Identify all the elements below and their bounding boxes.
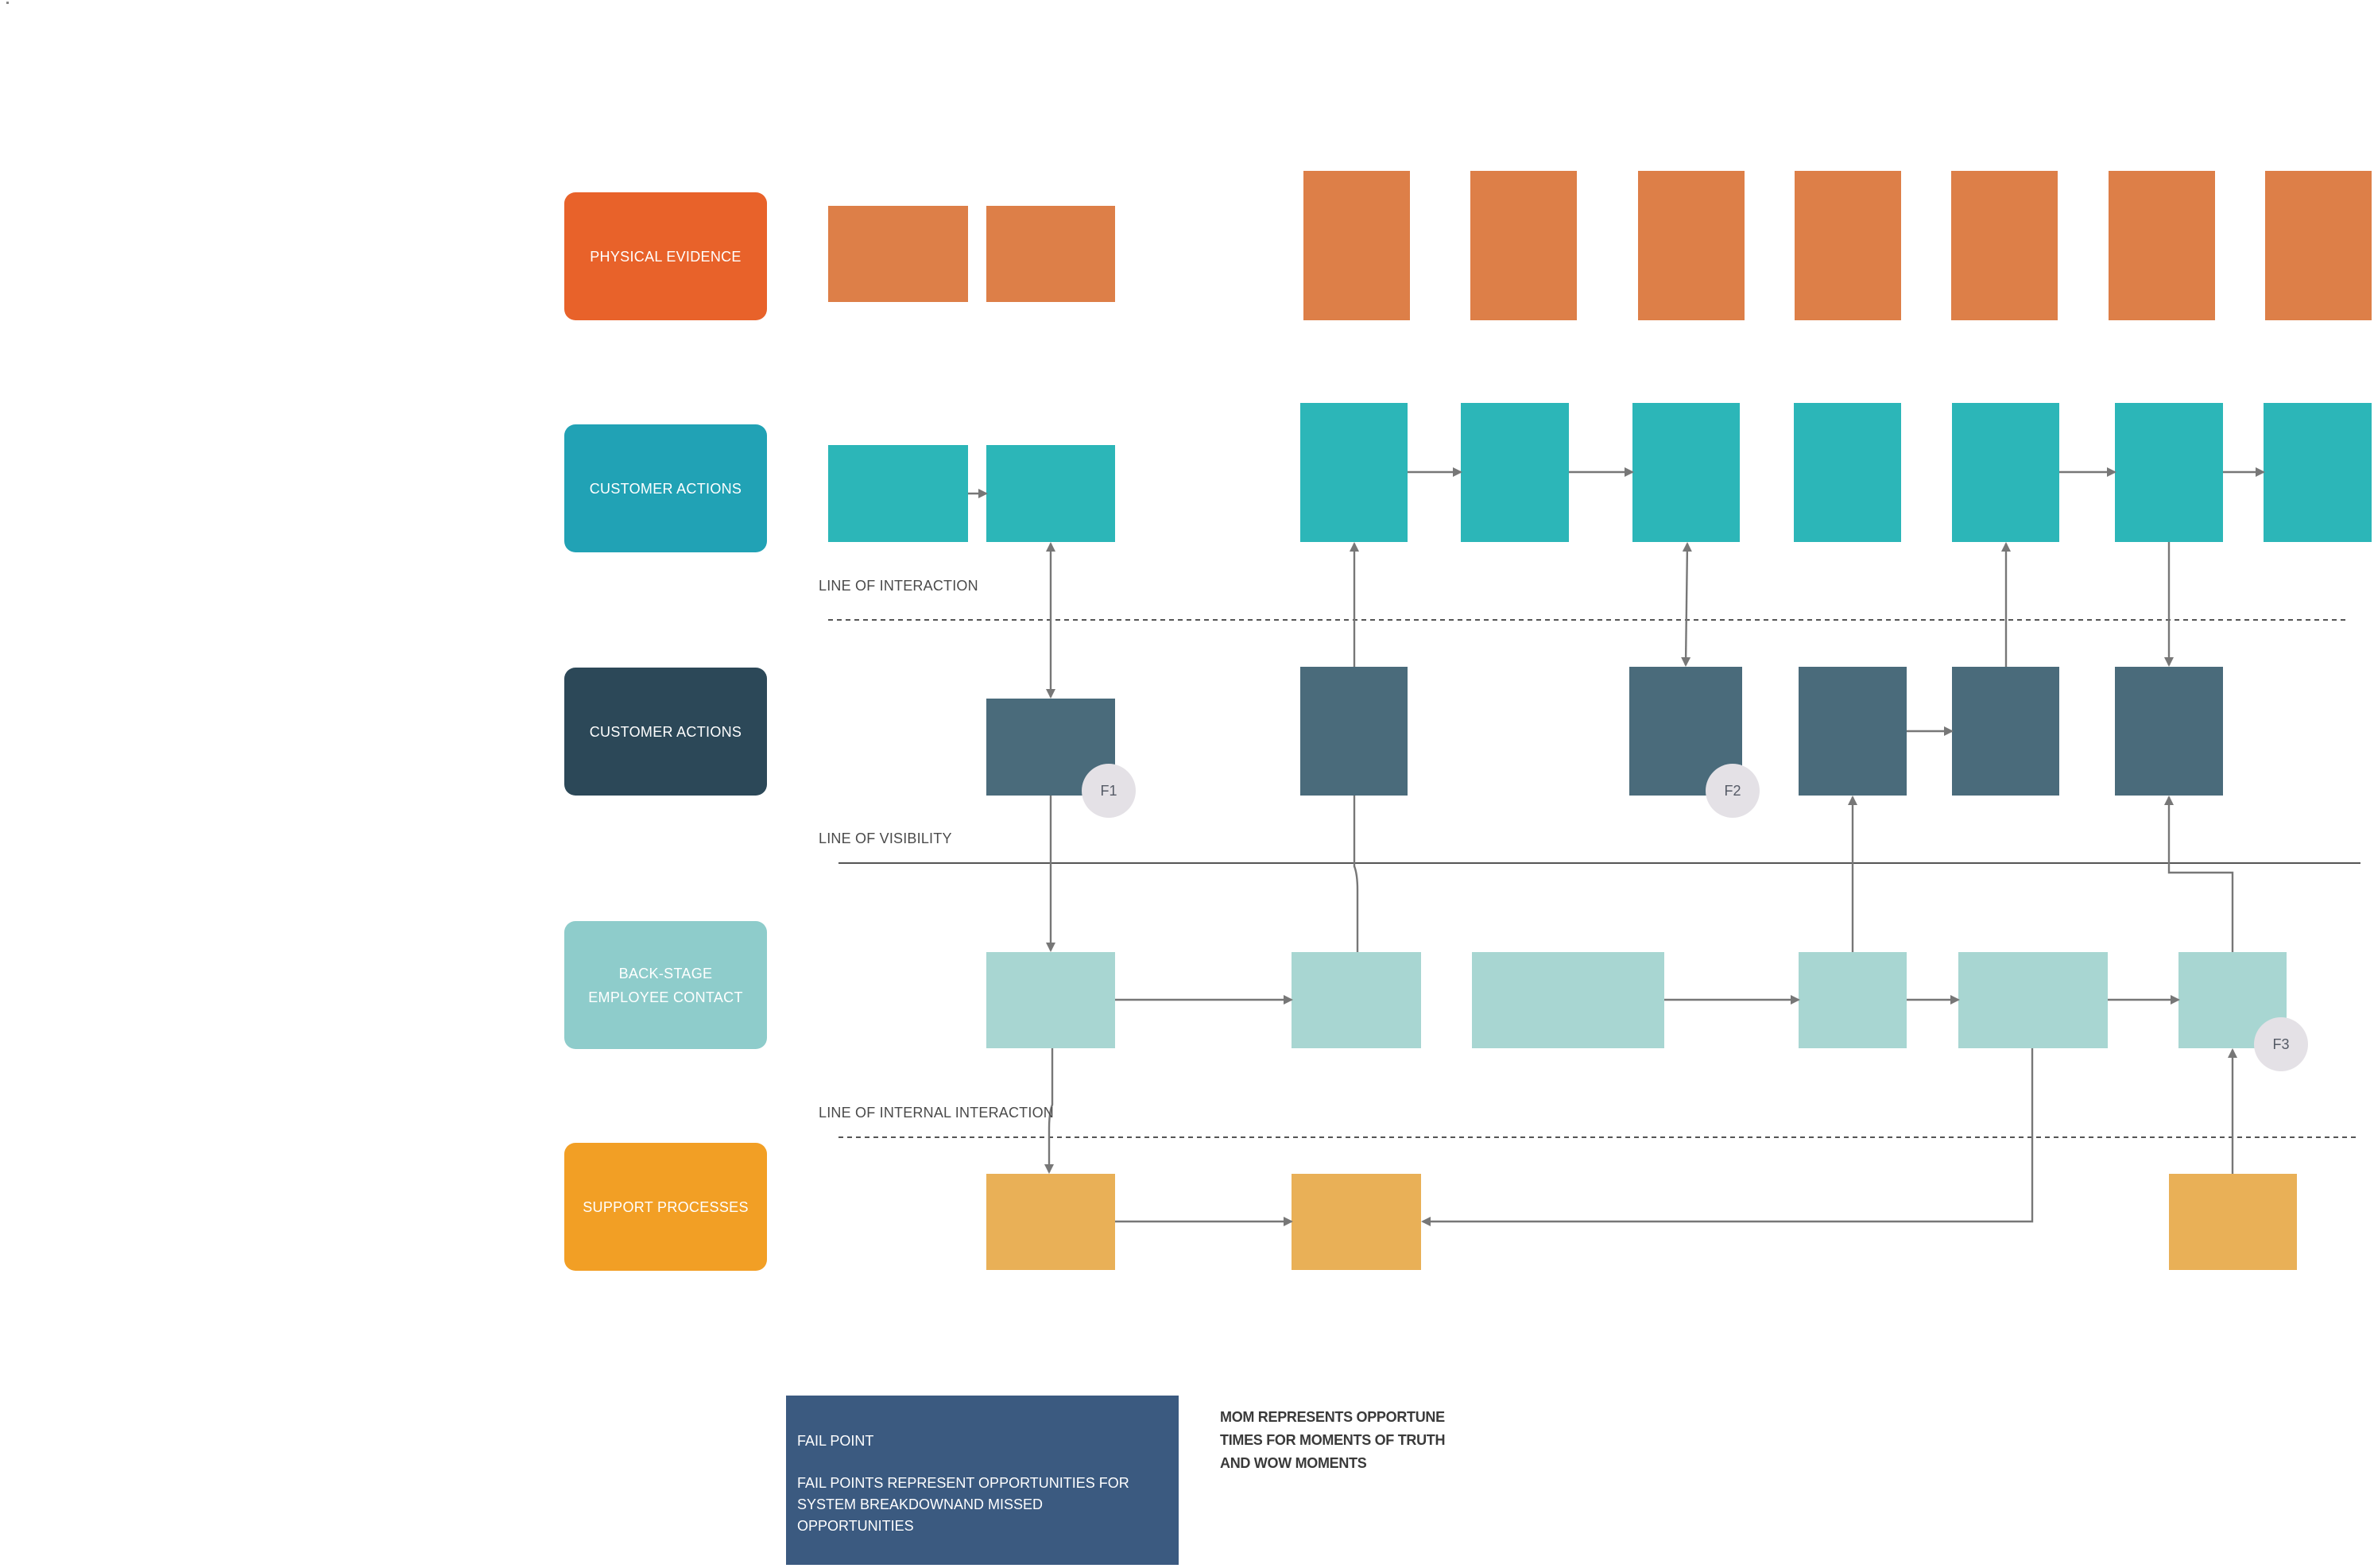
customer-action-box: [2115, 403, 2223, 542]
customer-action-box: [1461, 403, 1569, 542]
lane-label-backstage: BACK-STAGE EMPLOYEE CONTACT: [564, 921, 767, 1049]
physical-evidence-box: [1303, 171, 1410, 320]
fail-point-legend: FAIL POINT FAIL POINTS REPRESENT OPPORTU…: [786, 1396, 1179, 1565]
customer-action-box: [1794, 403, 1901, 542]
support-process-box: [2169, 1174, 2297, 1270]
backstage-box: [1472, 952, 1664, 1048]
customer-action-box: [2264, 403, 2372, 542]
frontstage-action-box: [2115, 667, 2223, 796]
legend-description: FAIL POINTS REPRESENT OPPORTUNITIES FOR …: [797, 1475, 1129, 1534]
frontstage-action-box: [1799, 667, 1907, 796]
physical-evidence-box: [986, 206, 1115, 302]
line-of-internal-interaction-label: LINE OF INTERNAL INTERACTION: [819, 1105, 1054, 1121]
corner-mark: [6, 2, 9, 4]
lane-label-support-text: SUPPORT PROCESSES: [583, 1198, 749, 1215]
customer-action-box: [1300, 403, 1408, 542]
connector-arrow: [1044, 1048, 1054, 1174]
line-of-visibility-label: LINE OF VISIBILITY: [819, 830, 952, 846]
backstage-box: [986, 952, 1115, 1048]
physical-evidence-box: [2109, 171, 2215, 320]
support-process-box: [986, 1174, 1115, 1270]
lane-label-frontstage-actions: CUSTOMER ACTIONS: [564, 668, 767, 796]
physical-evidence-box: [828, 206, 968, 302]
fail-point-marker: F3: [2254, 1017, 2308, 1071]
fail-point-marker: F2: [1706, 764, 1760, 818]
lane-label-backstage-text: BACK-STAGE EMPLOYEE CONTACT: [588, 965, 743, 1005]
lane-label-physical-evidence: PHYSICAL EVIDENCE: [564, 192, 767, 320]
customer-action-box: [828, 445, 968, 542]
physical-evidence-box: [1470, 171, 1577, 320]
physical-evidence-box: [1951, 171, 2058, 320]
lane-label-physical-evidence-text: PHYSICAL EVIDENCE: [590, 248, 742, 265]
physical-evidence-box: [1795, 171, 1901, 320]
lane-label-support: SUPPORT PROCESSES: [564, 1143, 767, 1271]
mom-note: MOM REPRESENTS OPPORTUNE TIMES FOR MOMEN…: [1220, 1409, 1446, 1471]
frontstage-action-box: [1300, 667, 1408, 796]
lane-label-customer-actions-text: CUSTOMER ACTIONS: [589, 480, 742, 497]
customer-action-box: [1952, 403, 2059, 542]
connector-arrow: [2164, 796, 2234, 952]
backstage-box: [1292, 952, 1421, 1048]
backstage-box: [1958, 952, 2108, 1048]
line-of-interaction-label: LINE OF INTERACTION: [819, 578, 978, 594]
physical-evidence-box: [2265, 171, 2372, 320]
lane-label-frontstage-actions-text: CUSTOMER ACTIONS: [589, 723, 742, 740]
customer-action-box: [986, 445, 1115, 542]
legend-title: FAIL POINT: [797, 1433, 874, 1449]
backstage-box: [1799, 952, 1907, 1048]
connector-arrow: [1421, 1048, 2034, 1226]
customer-action-box: [1632, 403, 1740, 542]
support-process-box: [1292, 1174, 1421, 1270]
connector-line: [1353, 796, 1359, 952]
fail-point-marker: F1: [1082, 764, 1136, 818]
physical-evidence-box: [1638, 171, 1745, 320]
frontstage-action-box: [1952, 667, 2059, 796]
connector-arrow: [1681, 542, 1692, 667]
lane-label-customer-actions: CUSTOMER ACTIONS: [564, 424, 767, 552]
